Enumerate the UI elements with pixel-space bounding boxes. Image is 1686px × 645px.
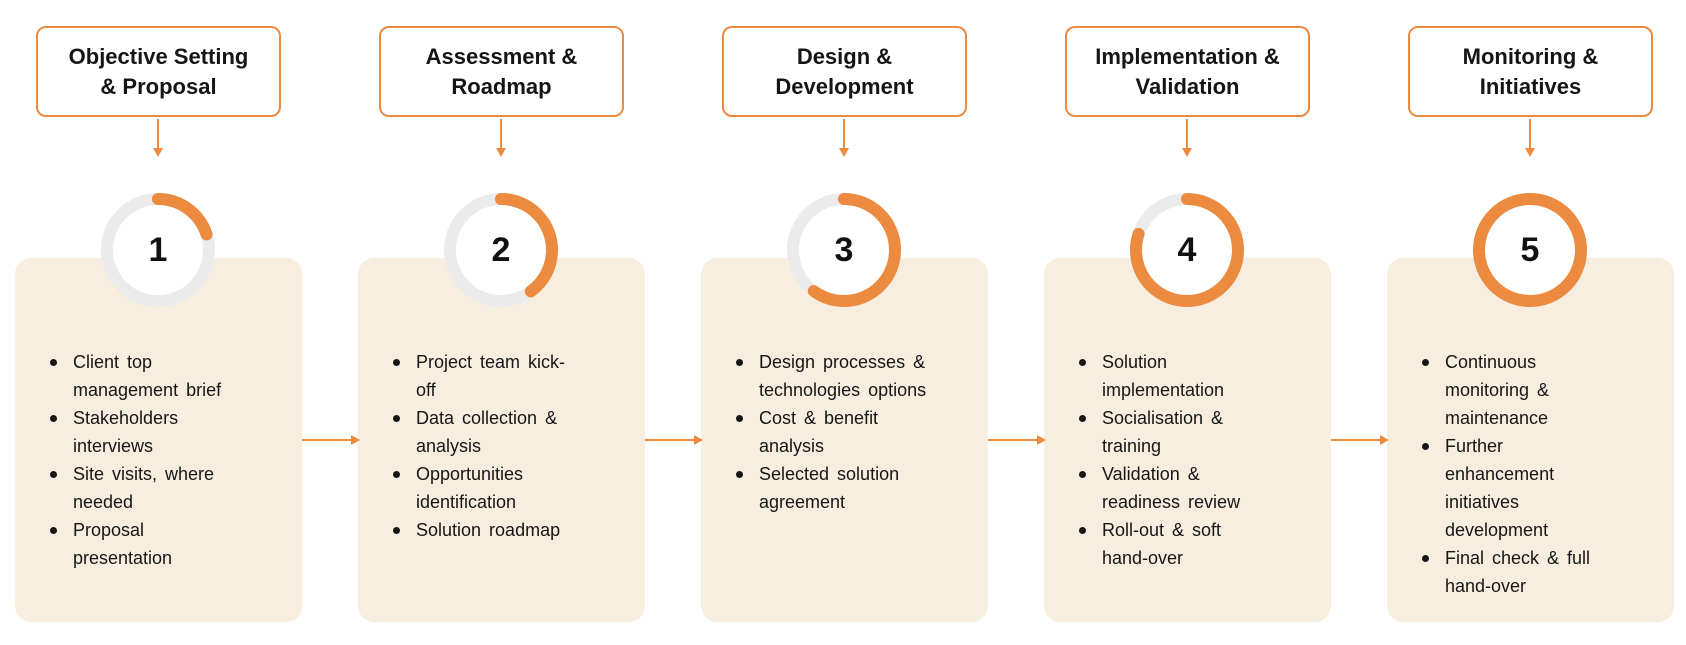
step-column-4: Solution implementation Socialisation & … — [1044, 0, 1331, 645]
step-bullet-list: Continuous monitoring & maintenance Furt… — [1387, 258, 1671, 600]
progress-ring: 5 — [1470, 190, 1590, 310]
step-bullet-item: Proposal presentation — [50, 516, 241, 572]
arrow-down-icon — [839, 119, 849, 157]
step-title-text: Objective Setting — [68, 43, 249, 69]
step-bullet-list: Project team kick-off Data collection & … — [358, 258, 642, 544]
step-bullet-item: Roll-out & soft hand-over — [1079, 516, 1270, 572]
step-title-text: Roadmap — [451, 73, 552, 99]
step-number: 5 — [1520, 230, 1540, 269]
step-title-box: Monitoring & Initiatives — [1408, 26, 1653, 117]
progress-ring: 2 — [441, 190, 561, 310]
step-number: 4 — [1177, 230, 1197, 269]
step-bullet-item: Final check & full hand-over — [1422, 544, 1613, 600]
step-number: 3 — [834, 230, 854, 269]
step-title-text: Implementation & — [1095, 43, 1280, 69]
step-title-box: Design & Development — [722, 26, 967, 117]
step-title-text: Design & — [796, 43, 893, 69]
step-title-text: Development — [775, 73, 914, 99]
arrow-down-icon — [153, 119, 163, 157]
step-bullet-item: Continuous monitoring & maintenance — [1422, 348, 1613, 432]
step-bullet-item: Cost & benefit analysis — [736, 404, 927, 460]
step-number: 1 — [148, 230, 168, 269]
step-bullet-list: Design processes & technologies options … — [701, 258, 985, 516]
step-bullet-item: Project team kick-off — [393, 348, 584, 404]
step-bullet-item: Data collection & analysis — [393, 404, 584, 460]
step-bullet-list: Solution implementation Socialisation & … — [1044, 258, 1328, 572]
step-bullet-item: Opportunities identification — [393, 460, 584, 516]
step-column-2: Project team kick-off Data collection & … — [358, 0, 645, 645]
step-card: Client top management brief Stakeholders… — [15, 258, 302, 622]
step-card: Continuous monitoring & maintenance Furt… — [1387, 258, 1674, 622]
step-card: Project team kick-off Data collection & … — [358, 258, 645, 622]
step-bullet-item: Design processes & technologies options — [736, 348, 927, 404]
arrow-down-icon — [496, 119, 506, 157]
step-bullet-item: Socialisation & training — [1079, 404, 1270, 460]
step-title-box: Objective Setting & Proposal — [36, 26, 281, 117]
step-card: Solution implementation Socialisation & … — [1044, 258, 1331, 622]
step-bullet-item: Selected solution agreement — [736, 460, 927, 516]
step-title-box: Assessment & Roadmap — [379, 26, 624, 117]
step-bullet-item: Further enhancement initiatives developm… — [1422, 432, 1613, 544]
step-bullet-item: Solution roadmap — [393, 516, 584, 544]
step-card: Design processes & technologies options … — [701, 258, 988, 622]
step-title-text: Initiatives — [1479, 73, 1582, 99]
step-title-text: & Proposal — [100, 73, 217, 99]
arrow-right-icon — [1331, 435, 1389, 445]
step-title-box: Implementation & Validation — [1065, 26, 1310, 117]
arrow-right-icon — [645, 435, 703, 445]
step-number: 2 — [491, 230, 511, 269]
step-title-text: Assessment & — [425, 43, 578, 69]
progress-ring: 3 — [784, 190, 904, 310]
step-bullet-item: Site visits, where needed — [50, 460, 241, 516]
step-title-text: Monitoring & — [1462, 43, 1599, 69]
step-title-text: Validation — [1135, 73, 1240, 99]
step-bullet-list: Client top management brief Stakeholders… — [15, 258, 299, 572]
arrow-right-icon — [988, 435, 1046, 445]
step-column-5: Continuous monitoring & maintenance Furt… — [1387, 0, 1674, 645]
arrow-down-icon — [1182, 119, 1192, 157]
step-bullet-item: Validation & readiness review — [1079, 460, 1270, 516]
step-bullet-item: Client top management brief — [50, 348, 241, 404]
progress-ring: 4 — [1127, 190, 1247, 310]
step-bullet-item: Stakeholders interviews — [50, 404, 241, 460]
step-bullet-item: Solution implementation — [1079, 348, 1270, 404]
progress-ring: 1 — [98, 190, 218, 310]
arrow-right-icon — [302, 435, 360, 445]
step-column-1: Client top management brief Stakeholders… — [15, 0, 302, 645]
arrow-down-icon — [1525, 119, 1535, 157]
step-column-3: Design processes & technologies options … — [701, 0, 988, 645]
